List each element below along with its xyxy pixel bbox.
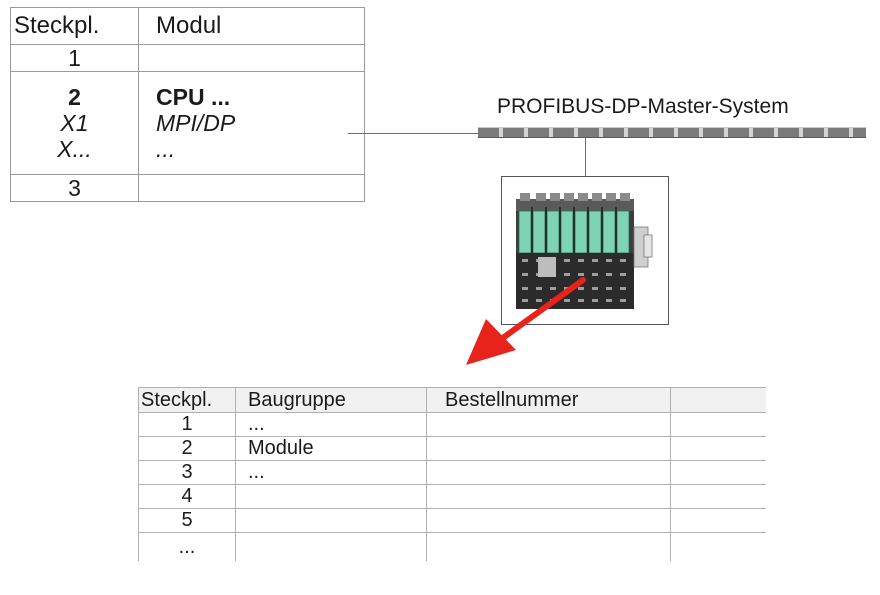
extra-cell	[670, 412, 766, 437]
slot-row-cpu[interactable]: 2 X1 X... CPU ... MPI/DP ...	[10, 71, 365, 175]
group-cell	[235, 532, 427, 561]
module-cell	[138, 174, 365, 202]
slot-cell: 4	[138, 484, 236, 509]
module-cell: ...	[156, 136, 176, 162]
profibus-line[interactable]	[478, 127, 866, 138]
slot-cell: ...	[138, 532, 236, 561]
bus-connector-line	[348, 133, 478, 134]
module-cell: CPU ...	[156, 84, 231, 110]
slot-header: Steckpl.	[138, 387, 236, 413]
group-cell	[235, 484, 427, 509]
slot-cell: 3	[138, 460, 236, 485]
group-cell: ...	[235, 460, 427, 485]
table-row[interactable]: 4	[138, 484, 766, 509]
order-number-header: Bestellnummer	[426, 387, 671, 413]
table-row[interactable]: ...	[138, 532, 766, 561]
table-row[interactable]: 1 ...	[138, 412, 766, 437]
group-cell	[235, 508, 427, 533]
slot-row[interactable]: 1	[10, 44, 365, 72]
extra-cell	[670, 436, 766, 461]
io-station-icon	[516, 193, 653, 309]
slot-cell: 1	[10, 44, 139, 72]
module-header: Modul	[138, 7, 365, 45]
config-table-header: Steckpl. Baugruppe Bestellnummer	[138, 387, 766, 413]
table-row[interactable]: 5	[138, 508, 766, 533]
config-table: Steckpl. Baugruppe Bestellnummer 1 ... 2…	[138, 387, 766, 561]
order-number-cell	[426, 412, 671, 437]
slot-cell: 1	[138, 412, 236, 437]
slot-cell: 2	[68, 84, 81, 110]
table-row[interactable]: 3 ...	[138, 460, 766, 485]
extra-cell	[670, 460, 766, 485]
extra-header	[670, 387, 766, 413]
extra-cell	[670, 508, 766, 533]
slot-header: Steckpl.	[10, 7, 139, 45]
module-cell	[138, 44, 365, 72]
slot-cell: 5	[138, 508, 236, 533]
slot-cell: X...	[57, 136, 92, 162]
device-box[interactable]	[501, 176, 669, 325]
order-number-cell	[426, 484, 671, 509]
bus-label: PROFIBUS-DP-Master-System	[497, 95, 789, 118]
group-header: Baugruppe	[235, 387, 427, 413]
slot-table: Steckpl. Modul 1 2 X1 X... CPU ... MPI/D…	[10, 7, 365, 202]
table-row[interactable]: 2 Module	[138, 436, 766, 461]
module-cell: MPI/DP	[156, 110, 236, 136]
module-cell-group: CPU ... MPI/DP ...	[138, 71, 365, 175]
slot-cell: 2	[138, 436, 236, 461]
order-number-cell	[426, 460, 671, 485]
group-cell: Module	[235, 436, 427, 461]
slot-row[interactable]: 3	[10, 174, 365, 202]
slot-table-header: Steckpl. Modul	[10, 7, 365, 45]
group-cell: ...	[235, 412, 427, 437]
slot-cell: X1	[60, 110, 89, 136]
extra-cell	[670, 484, 766, 509]
order-number-cell	[426, 508, 671, 533]
bus-drop-line	[585, 136, 586, 176]
slot-cell-group: 2 X1 X...	[10, 71, 139, 175]
slot-cell: 3	[10, 174, 139, 202]
extra-cell	[670, 532, 766, 561]
order-number-cell	[426, 436, 671, 461]
order-number-cell	[426, 532, 671, 561]
